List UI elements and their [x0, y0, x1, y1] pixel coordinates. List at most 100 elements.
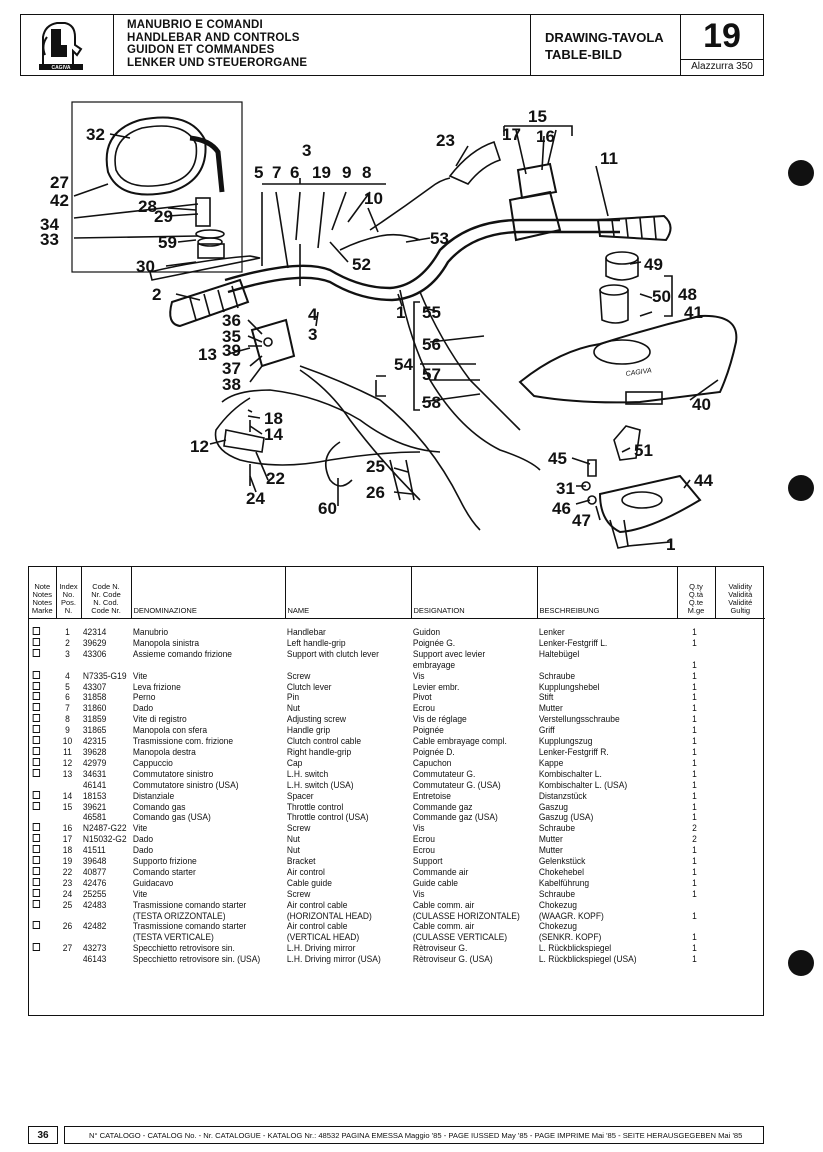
beschreibung-cell: Schraube: [538, 823, 576, 834]
designation-cell: Vis: [412, 670, 425, 681]
name-cell: Throttle control: [286, 801, 344, 812]
callout-37: 37: [222, 359, 241, 378]
note-cell: [29, 932, 54, 943]
validity-cell: [715, 900, 761, 911]
fairing-brand-mark: CAGIVA: [625, 367, 652, 378]
designation-cell: Pivot: [412, 692, 432, 703]
qty-cell: 1: [692, 954, 697, 965]
denominazione-cell: Dado: [132, 845, 154, 856]
code-cell: 39648: [82, 856, 107, 867]
beschreibung-cell: Chokezug: [538, 921, 577, 932]
denominazione-cell: Cappuccio: [132, 757, 173, 768]
name-cell: Handle grip: [286, 725, 331, 736]
beschreibung-cell: Lenker: [538, 627, 565, 637]
validity-cell: [715, 802, 761, 813]
index-cell: 8: [65, 714, 70, 725]
qty-cell: 1: [692, 692, 697, 703]
code-cell: [81, 660, 127, 671]
callout-32: 32: [86, 125, 105, 144]
validity-cell: [715, 856, 761, 867]
qty-cell: 1: [692, 812, 697, 823]
index-cell: 4: [65, 670, 70, 681]
code-cell: 31865: [82, 725, 107, 736]
index-cell: 7: [65, 703, 70, 714]
index-cell: 14: [62, 790, 73, 801]
validity-cell: [715, 649, 761, 660]
checkbox-square-icon: [32, 648, 41, 657]
table-row: (TESTA ORIZZONTALE)(HORIZONTAL HEAD)(CUL…: [29, 911, 765, 922]
code-cell: [81, 911, 127, 922]
checkbox-square-icon: [32, 888, 41, 897]
elephant-logo-icon: CAGIVA: [39, 22, 83, 71]
note-cell: [29, 768, 54, 780]
callout-34: 34: [40, 215, 59, 234]
index-cell: 13: [62, 768, 73, 779]
validity-cell: [715, 671, 761, 682]
callout-52: 52: [352, 255, 371, 274]
designation-cell: Poignée: [412, 725, 444, 736]
binder-hole-bottom: [788, 950, 814, 976]
callout-59: 59: [158, 233, 177, 252]
validity-cell: [715, 619, 761, 638]
callout-57: 57: [422, 365, 441, 384]
callout-6: 6: [290, 163, 299, 182]
callout-49: 49: [644, 255, 663, 274]
designation-cell: Support avec levier: [412, 648, 486, 659]
note-cell: [29, 790, 54, 802]
checkbox-square-icon: [32, 768, 41, 777]
denominazione-cell: Manopola sinistra: [132, 637, 200, 648]
beschreibung-cell: Gaszug: [538, 801, 568, 812]
qty-cell: 1: [692, 845, 697, 856]
qty-cell: 1: [692, 768, 697, 779]
qty-cell: 1: [692, 746, 697, 757]
designation-cell: Cable comm. air: [412, 899, 475, 910]
note-cell: [29, 660, 54, 671]
header-designation: DESIGNATION: [411, 567, 538, 619]
beschreibung-cell: Distanzstück: [538, 790, 587, 801]
callout-3-bottom: 3: [308, 325, 317, 344]
code-cell: 42476: [82, 877, 107, 888]
checkbox-square-icon: [32, 856, 41, 865]
beschreibung-cell: Lenker-Festgriff L.: [538, 637, 608, 648]
note-cell: [29, 834, 54, 845]
code-cell: 46141: [82, 779, 107, 790]
denominazione-cell: Comando starter: [132, 866, 196, 877]
name-cell: Air control cable: [286, 899, 348, 910]
callout-9: 9: [342, 163, 351, 182]
checkbox-square-icon: [32, 943, 41, 952]
denominazione-cell: Commutatore sinistro: [132, 768, 214, 779]
drawing-label-2: TABLE-BILD: [545, 47, 623, 62]
callout-50: 50: [652, 287, 671, 306]
qty-cell: 1: [692, 856, 697, 867]
title-english: HANDLEBAR AND CONTROLS: [127, 31, 300, 44]
validity-cell: [715, 638, 761, 649]
validity-cell: [715, 845, 761, 856]
beschreibung-cell: L. Rückblickspiegel: [538, 943, 612, 954]
callout-28: 28: [138, 197, 157, 216]
beschreibung-cell: Kabelführung: [538, 877, 590, 888]
checkbox-square-icon: [32, 899, 41, 908]
validity-cell: [715, 736, 761, 747]
code-cell: 39628: [82, 746, 107, 757]
index-cell: 23: [62, 877, 73, 888]
validity-cell: [715, 812, 761, 823]
validity-cell: [715, 725, 761, 736]
index-cell: 1: [65, 627, 70, 637]
title-german: LENKER UND STEUERORGANE: [127, 56, 308, 69]
qty-cell: 1: [692, 627, 697, 637]
name-cell: Bracket: [286, 856, 316, 867]
table-number-block: 19 Alazzurra 350: [681, 15, 763, 75]
checkbox-square-icon: [32, 670, 41, 679]
checkbox-square-icon: [32, 866, 41, 875]
callout-41: 41: [684, 303, 703, 322]
callout-7: 7: [272, 163, 281, 182]
validity-cell: [715, 911, 761, 922]
